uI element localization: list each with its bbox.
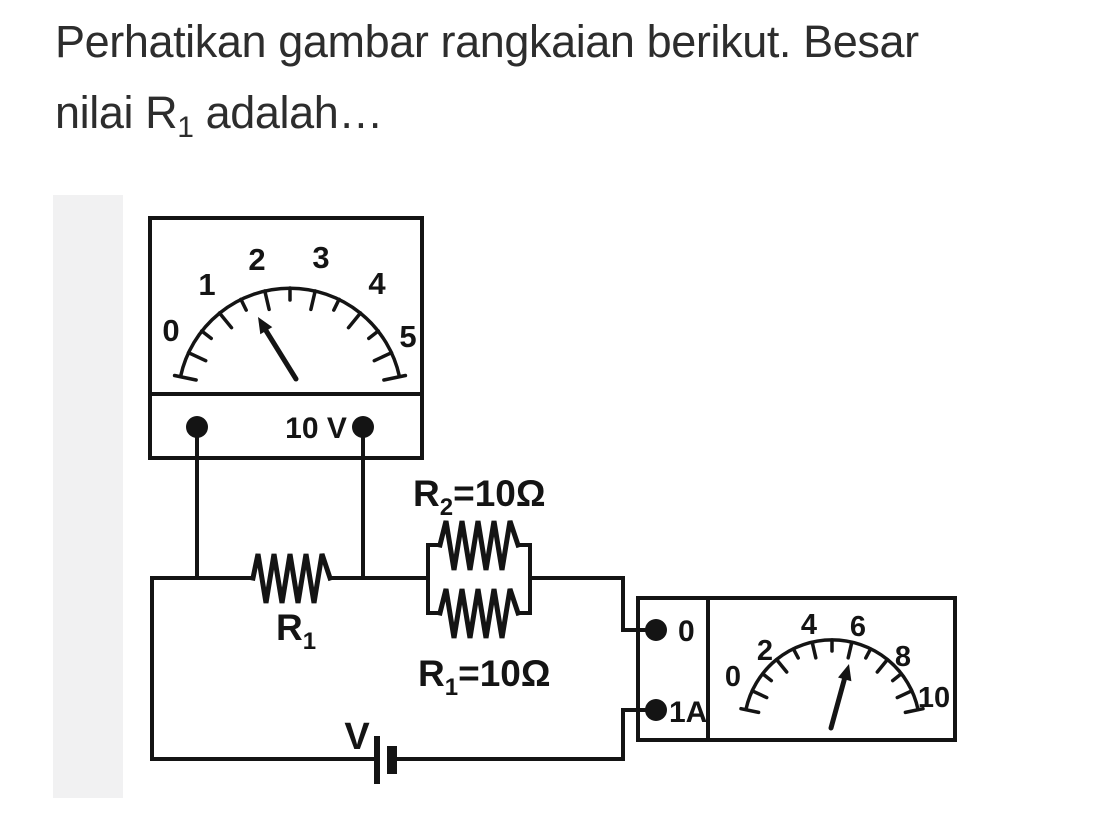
question-line-2-suffix: adalah…	[193, 87, 384, 138]
voltmeter-ticks	[172, 286, 408, 382]
resistor-parallel-top-label: R2=10Ω	[413, 473, 546, 521]
voltmeter-range-label: 10 V	[285, 412, 347, 445]
ammeter-terminal-top	[645, 619, 667, 641]
r1-subscript: 1	[177, 111, 194, 144]
ammeter-scale-6: 6	[850, 611, 866, 643]
resistor-parallel-bottom-label: R1=10Ω	[418, 653, 551, 701]
voltmeter-scale-1: 1	[198, 267, 215, 302]
ammeter-scale-2: 2	[757, 635, 773, 667]
ammeter-scale-8: 8	[895, 641, 911, 673]
ammeter-scale-10: 10	[918, 682, 950, 714]
ammeter: 0 1A 0 2 4 6	[636, 596, 957, 742]
circuit-wires	[150, 433, 652, 761]
left-margin-strip	[53, 195, 123, 798]
voltmeter-scale-3: 3	[312, 240, 329, 275]
battery-label: V	[344, 716, 370, 758]
wire-to-ammeter-top	[621, 576, 652, 632]
ammeter-needle	[828, 664, 852, 731]
voltmeter-terminal-right	[352, 416, 374, 438]
ammeter-ticks	[739, 638, 925, 715]
voltmeter-needle-arrowhead	[258, 317, 273, 335]
question-text: Perhatikan gambar rangkaian berikut. Bes…	[55, 6, 919, 163]
ammeter-needle-arrowhead	[838, 664, 852, 682]
voltmeter-scale-4: 4	[368, 266, 386, 301]
ammeter-terminal-top-label: 0	[678, 615, 695, 648]
battery: V	[344, 716, 397, 784]
resistor-series-zigzag	[250, 553, 334, 604]
voltmeter-scale-2: 2	[248, 242, 265, 277]
ammeter-terminal-bottom-label: 1A	[669, 696, 707, 729]
voltmeter-scale-numbers: 0 1 2 3 4 5	[162, 240, 416, 354]
voltmeter-box	[148, 216, 424, 460]
question-line-2: nilai R1 adalah…	[55, 77, 919, 163]
voltmeter-needle	[258, 317, 299, 382]
voltmeter-scale-0: 0	[162, 313, 179, 348]
resistor-parallel-bottom-zigzag	[436, 588, 522, 639]
resistor-series-label: R1	[276, 607, 316, 655]
voltmeter-terminal-left	[186, 416, 208, 438]
resistor-parallel-block: R2=10Ω R1=10Ω	[413, 473, 551, 701]
ammeter-scale-0: 0	[725, 661, 741, 693]
ammeter-terminal-bottom	[645, 699, 667, 721]
wire-to-ammeter-bottom	[621, 708, 652, 761]
resistor-series-r1: R1	[250, 553, 334, 655]
ammeter-scale-4: 4	[801, 609, 817, 641]
voltmeter-scale-5: 5	[399, 319, 416, 354]
ammeter-box	[636, 596, 957, 742]
ammeter-scale-numbers: 0 2 4 6 8 10	[725, 609, 950, 714]
voltmeter: 0 1 2 3 4 5 10 V	[148, 216, 424, 460]
question-line-2-prefix: nilai R	[55, 87, 178, 138]
question-line-1: Perhatikan gambar rangkaian berikut. Bes…	[55, 16, 919, 67]
resistor-parallel-top-zigzag	[436, 520, 522, 571]
